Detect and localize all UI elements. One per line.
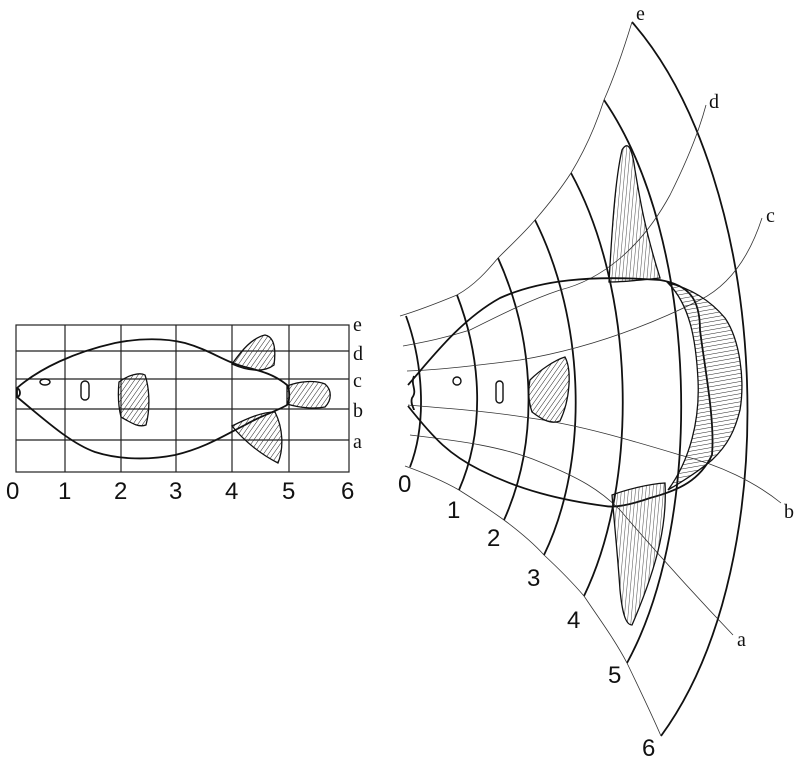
arc-label-3: 3	[527, 565, 540, 592]
arc-label-5: 5	[608, 662, 621, 689]
arc-label-2: 2	[487, 525, 500, 552]
x-label-0: 0	[6, 478, 19, 505]
y-label-c: c	[353, 370, 362, 392]
arc-1	[456, 294, 479, 491]
pectoral-fin	[117, 373, 150, 427]
sunfish-eye	[452, 376, 462, 386]
sunfish-mouth	[410, 375, 416, 411]
x-label-6: 6	[341, 478, 354, 505]
curve-label-d: d	[709, 91, 719, 113]
curve-label-c: c	[766, 205, 775, 227]
dorsal-fin	[231, 334, 276, 371]
x-label-4: 4	[225, 478, 238, 505]
sunfish-anal-fin	[611, 482, 666, 626]
y-label-e: e	[353, 314, 362, 336]
anal-fin	[230, 411, 283, 464]
curve-c	[406, 217, 763, 372]
x-label-2: 2	[114, 478, 127, 505]
sunfish-gill	[495, 380, 504, 404]
arc-label-6: 6	[642, 735, 655, 762]
curve-label-a: a	[737, 629, 746, 651]
y-label-d: d	[353, 343, 363, 365]
x-axis-labels: 0 1 2 3 4 5 6	[6, 478, 354, 505]
arc-label-1: 1	[447, 497, 460, 524]
fish-mouth	[16, 387, 21, 398]
arc-0	[405, 315, 422, 468]
y-axis-labels: e d c b a	[353, 314, 363, 453]
arc-3	[534, 219, 577, 556]
curve-e	[399, 21, 633, 317]
curve-label-b: b	[784, 501, 794, 523]
curve-labels: e d c b a	[636, 3, 794, 651]
arc-5	[603, 99, 682, 664]
radial-labels: 0 1 2 3 4 5 6	[398, 471, 655, 762]
arc-label-0: 0	[398, 471, 411, 498]
sunfish-dorsal-fin	[608, 145, 661, 283]
sunfish-pectoral-fin	[528, 356, 570, 423]
x-label-3: 3	[169, 478, 182, 505]
fish-left	[16, 334, 331, 464]
fish-gill	[80, 380, 90, 401]
right-panel-transformed-grid: 0 1 2 3 4 5 6 e d c b a	[398, 3, 794, 762]
arc-label-4: 4	[567, 607, 580, 634]
curve-b	[407, 404, 782, 504]
tail-fin	[286, 380, 331, 409]
curve-d	[402, 104, 707, 347]
cross-curves	[399, 21, 782, 737]
sunfish-right	[407, 145, 743, 626]
curve-bottom	[404, 465, 662, 737]
sunfish-clavus	[665, 281, 743, 491]
y-label-b: b	[353, 400, 363, 422]
grid-lines	[15, 324, 350, 473]
arc-6	[631, 21, 749, 737]
x-label-5: 5	[282, 478, 295, 505]
curve-label-e: e	[636, 3, 645, 25]
arc-4	[570, 172, 624, 597]
y-label-a: a	[353, 431, 362, 453]
curve-a	[409, 434, 734, 636]
x-label-1: 1	[58, 478, 71, 505]
fish-eye	[39, 378, 51, 386]
left-panel-rectangular-grid: 0 1 2 3 4 5 6 e d c b a	[6, 314, 363, 505]
